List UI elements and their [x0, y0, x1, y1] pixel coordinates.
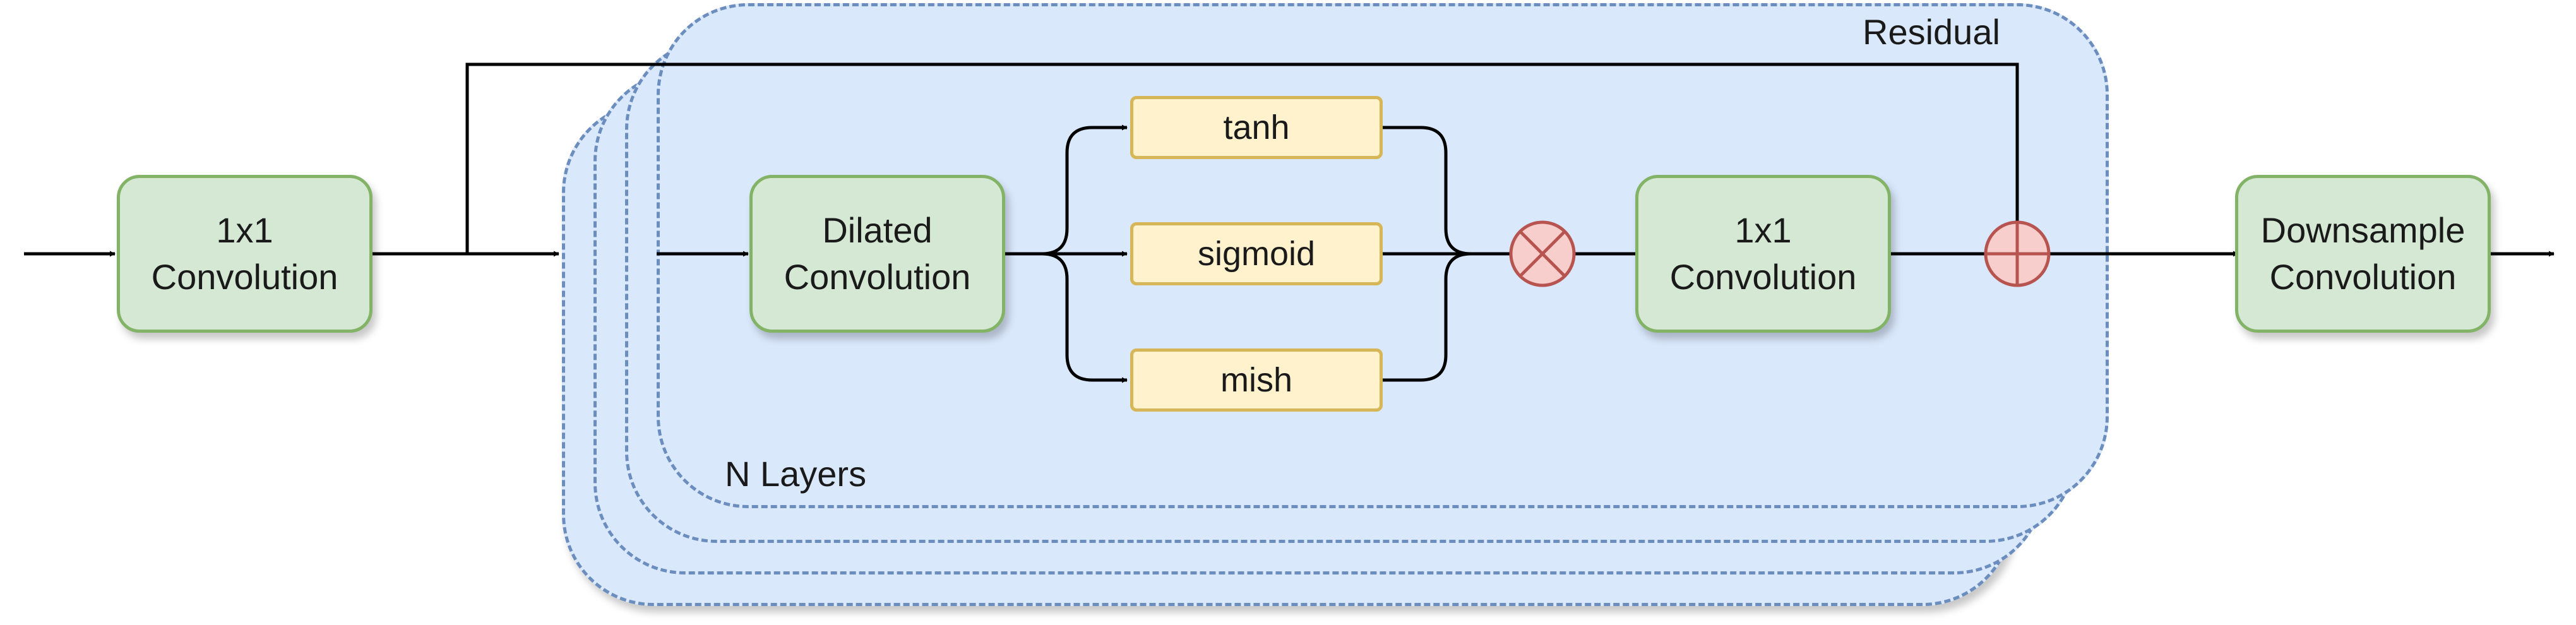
output-conv-line2: Convolution [1669, 257, 1857, 297]
merge-tanh [1383, 126, 1510, 256]
downsample-conv-line1: Downsample [2260, 210, 2466, 250]
activation-mish: mish [1130, 348, 1383, 412]
add-icon [1984, 220, 2051, 287]
downsample-conv-line2: Convolution [2269, 257, 2457, 297]
residual-path [465, 62, 2019, 254]
n-layers-label: N Layers [725, 454, 867, 494]
dilated-conv-line1: Dilated [822, 210, 933, 250]
downsample-conv-block: Downsample Convolution [2235, 175, 2491, 333]
activation-tanh: tanh [1130, 96, 1383, 159]
input-conv-line2: Convolution [151, 257, 338, 297]
input-conv-block: 1x1 Convolution [117, 175, 373, 333]
input-conv-line1: 1x1 [216, 210, 273, 250]
dilated-conv-block: Dilated Convolution [749, 175, 1005, 333]
dilated-conv-line2: Convolution [784, 257, 971, 297]
branch-mish [1005, 252, 1128, 383]
output-conv-block: 1x1 Convolution [1635, 175, 1891, 333]
branch-tanh [1005, 124, 1128, 256]
residual-label: Residual [1863, 12, 2000, 52]
multiply-icon [1509, 220, 1576, 287]
output-conv-line1: 1x1 [1734, 210, 1792, 250]
activation-sigmoid: sigmoid [1130, 222, 1383, 285]
merge-mish [1383, 252, 1472, 382]
